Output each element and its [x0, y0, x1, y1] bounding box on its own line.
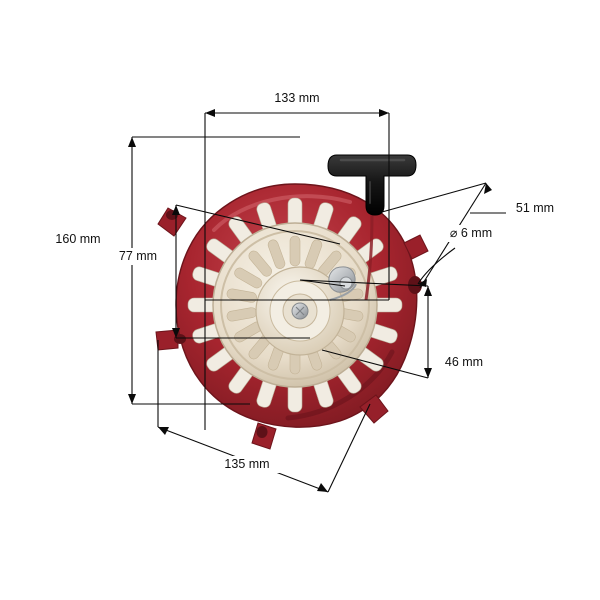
internal-leaders [205, 279, 389, 301]
label-77mm: 77 mm [119, 249, 157, 263]
label-160mm: 160 mm [55, 232, 100, 246]
label-46mm: 46 mm [445, 355, 483, 369]
product-image [155, 154, 429, 450]
dim-77mm [172, 204, 341, 339]
dim-160mm [128, 136, 300, 405]
dim-133mm [204, 109, 390, 430]
starter-pawl-spring [328, 266, 357, 301]
label-135mm: 135 mm [224, 457, 269, 471]
label-133mm: 133 mm [274, 91, 319, 105]
pull-handle [327, 154, 417, 216]
starter-pulley [212, 222, 378, 388]
label-51mm: 51 mm [516, 201, 554, 215]
dim-46mm [299, 279, 432, 379]
label-6mm-diameter: ⌀ 6 mm [450, 226, 492, 240]
dim-6mm-diameter [417, 247, 456, 287]
starter-rope [364, 213, 374, 301]
dimension-labels: 133 mm 160 mm 77 mm 51 mm ⌀ 6 mm 46 mm 1… [46, 90, 564, 473]
